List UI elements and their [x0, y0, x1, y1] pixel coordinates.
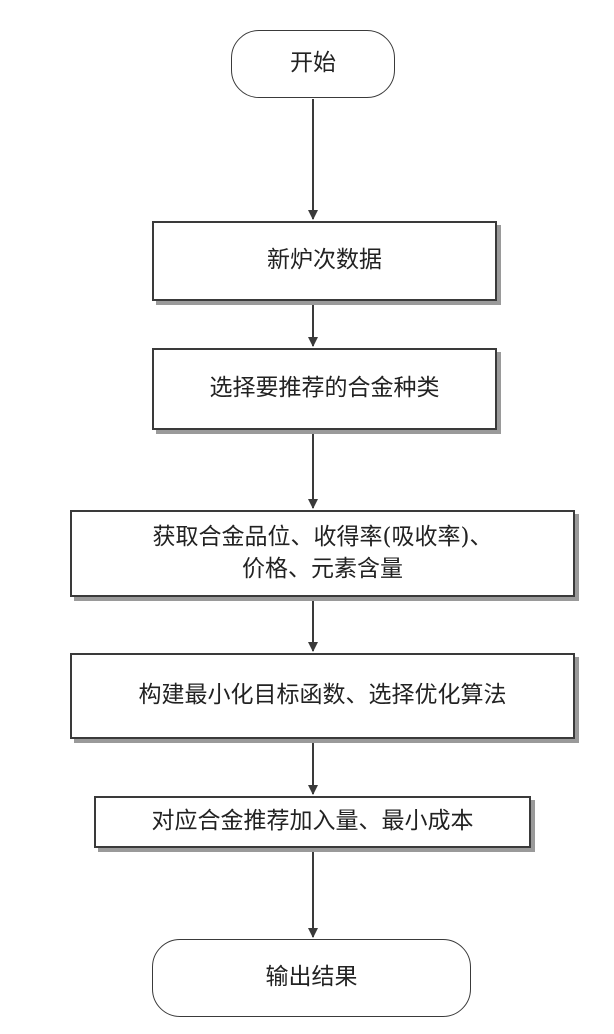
- step-new-heat-data: 新炉次数据: [152, 221, 497, 301]
- step-build-objective-function: 构建最小化目标函数、选择优化算法: [70, 653, 575, 739]
- step-recommend-addition: 对应合金推荐加入量、最小成本: [94, 796, 531, 848]
- step-select-alloy-type-label: 选择要推荐的合金种类: [209, 375, 440, 402]
- end-label: 输出结果: [265, 964, 358, 991]
- step-new-heat-data-label: 新炉次数据: [267, 247, 382, 274]
- end-node: 输出结果: [152, 939, 471, 1017]
- step-recommend-addition-label: 对应合金推荐加入量、最小成本: [151, 808, 474, 835]
- start-node: 开始: [231, 30, 395, 98]
- step-select-alloy-type: 选择要推荐的合金种类: [152, 348, 497, 430]
- step-build-objective-function-label: 构建最小化目标函数、选择优化算法: [138, 682, 507, 709]
- start-label: 开始: [290, 50, 336, 77]
- step-get-alloy-properties: 获取合金品位、收得率(吸收率)、 价格、元素含量: [70, 510, 575, 597]
- step-get-alloy-properties-label: 获取合金品位、收得率(吸收率)、 价格、元素含量: [152, 524, 493, 582]
